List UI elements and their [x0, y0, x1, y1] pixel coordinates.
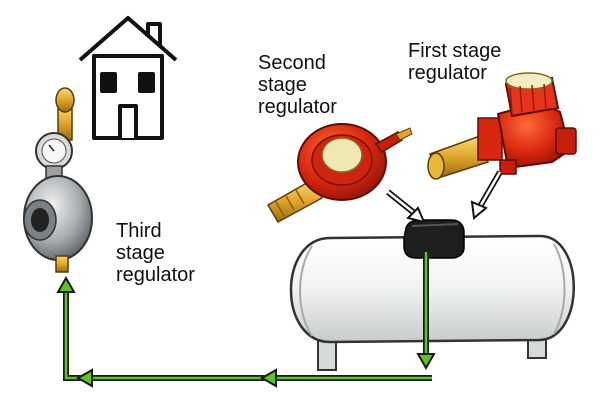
label-line: First stage — [408, 40, 502, 62]
label-first-stage-regulator: First stage regulator — [408, 40, 501, 84]
pointer-arrow-second — [386, 189, 426, 224]
label-line: stage — [258, 74, 307, 96]
first-stage-regulator-icon — [427, 72, 577, 180]
pointer-arrow-first — [470, 170, 503, 220]
gas-flow-arrows — [56, 252, 436, 388]
flow-arrowhead-down — [416, 353, 436, 371]
label-line: Third — [116, 220, 162, 242]
label-third-stage-regulator: Third stage regulator — [116, 220, 195, 286]
label-line: regulator — [116, 264, 195, 286]
second-stage-regulator-icon — [266, 123, 413, 224]
house-icon — [78, 16, 178, 140]
label-second-stage-regulator: Second stage regulator — [258, 52, 337, 118]
flow-arrowhead-up — [56, 275, 76, 293]
flow-arrowhead-left-2 — [75, 368, 93, 388]
third-stage-regulator-icon — [23, 87, 93, 273]
flow-arrowhead-left-1 — [259, 368, 277, 388]
label-line: stage — [116, 242, 165, 264]
label-line: regulator — [258, 96, 337, 118]
gas-tank-icon — [289, 219, 575, 371]
label-line: Second — [258, 52, 326, 74]
label-line: regulator — [408, 62, 487, 84]
